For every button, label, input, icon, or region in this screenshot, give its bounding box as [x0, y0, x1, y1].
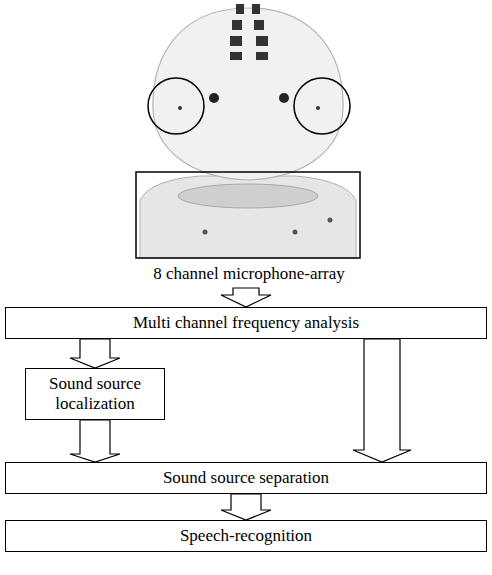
mic-circle [148, 78, 204, 134]
block-arrow [70, 339, 120, 368]
robot-body [140, 176, 356, 258]
robot-neck [178, 184, 318, 208]
mic-dot [203, 230, 208, 235]
process-box: Multi channel frequency analysis [5, 307, 487, 339]
process-box: Sound source separation [5, 462, 487, 494]
block-arrow [353, 339, 411, 462]
box-text: Sound source localization [32, 374, 158, 414]
mic-rect [136, 172, 360, 258]
mic-dot [293, 230, 298, 235]
box-text: Speech-recognition [12, 526, 480, 546]
robot-eye [279, 93, 289, 103]
caption-label: 8 channel microphone-array [90, 264, 408, 284]
robot-eye [209, 93, 219, 103]
robot-head [153, 8, 343, 180]
head-stripes [230, 4, 268, 60]
mic-dot [316, 106, 320, 110]
process-box: Speech-recognition [5, 520, 487, 552]
box-text: Sound source separation [12, 468, 480, 488]
process-box: Sound source localization [25, 368, 165, 420]
mic-circle [294, 78, 350, 134]
block-arrow [221, 288, 271, 307]
box-text: Multi channel frequency analysis [12, 313, 480, 333]
block-arrow [221, 494, 271, 520]
mic-dot [328, 218, 333, 223]
block-arrow [70, 420, 120, 462]
mic-dot [178, 106, 182, 110]
